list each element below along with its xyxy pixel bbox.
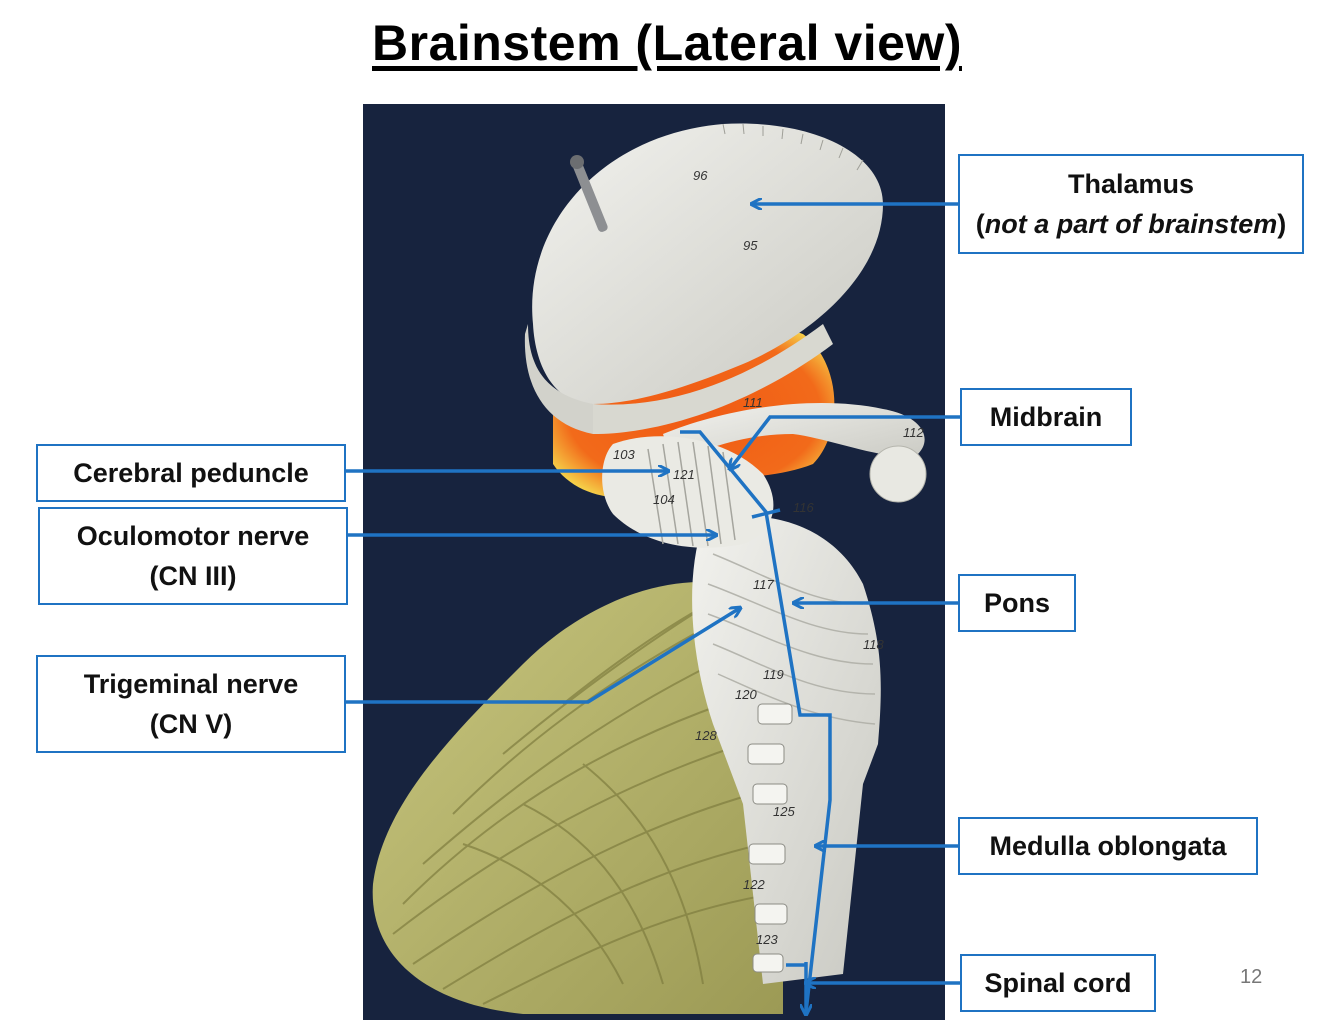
oculomotor-cn-label: (CN III) xyxy=(149,561,237,591)
model-number: 95 xyxy=(743,238,758,253)
model-number: 104 xyxy=(653,492,675,507)
thalamus-note: (not a part of brainstem) xyxy=(975,209,1287,239)
model-number: 120 xyxy=(735,687,757,702)
model-number: 128 xyxy=(695,728,717,743)
slide-title: Brainstem (Lateral view) xyxy=(372,15,962,71)
model-number: 117 xyxy=(753,577,774,592)
trigeminal-label: Trigeminal nerve xyxy=(83,668,299,699)
model-number: 116 xyxy=(793,500,814,515)
trigeminal-cn-label: (CN V) xyxy=(149,709,233,739)
page-number: 12 xyxy=(1240,966,1263,988)
model-number: 111 xyxy=(743,395,763,410)
spinal-cord-label: Spinal cord xyxy=(984,967,1132,998)
spinal-cord-label-box: Spinal cord xyxy=(960,954,1156,1012)
thalamus-label: Thalamus xyxy=(1067,168,1195,199)
model-number: 118 xyxy=(863,637,884,652)
pons-label: Pons xyxy=(983,587,1050,618)
cerebral-peduncle-label-box: Cerebral peduncle xyxy=(36,444,346,502)
cerebral-peduncle-label: Cerebral peduncle xyxy=(73,457,309,488)
oculomotor-label-box: Oculomotor nerve (CN III) xyxy=(38,507,348,605)
midbrain-label-box: Midbrain xyxy=(960,388,1132,446)
model-number: 119 xyxy=(763,667,784,682)
model-number: 96 xyxy=(693,168,708,183)
pons-label-box: Pons xyxy=(958,574,1076,632)
medulla-label-box: Medulla oblongata xyxy=(958,817,1258,875)
trigeminal-label-box: Trigeminal nerve (CN V) xyxy=(36,655,346,753)
brainstem-model-illustration: 96 95 111 112 103 104 121 116 117 118 11… xyxy=(372,123,927,1014)
mammillary-knob-shape xyxy=(869,445,927,503)
midbrain-label: Midbrain xyxy=(989,401,1103,432)
oculomotor-label: Oculomotor nerve xyxy=(76,520,310,551)
medulla-label: Medulla oblongata xyxy=(989,830,1227,861)
model-number: 112 xyxy=(903,425,924,440)
model-number: 103 xyxy=(613,447,635,462)
model-number: 125 xyxy=(773,804,795,819)
model-number: 123 xyxy=(756,932,778,947)
model-number: 121 xyxy=(673,467,695,482)
thalamus-shape xyxy=(524,123,883,434)
thalamus-label-box: Thalamus (not a part of brainstem) xyxy=(958,154,1304,254)
brainstem-model-photo: 96 95 111 112 103 104 121 116 117 118 11… xyxy=(363,104,945,1020)
model-number: 122 xyxy=(743,877,765,892)
